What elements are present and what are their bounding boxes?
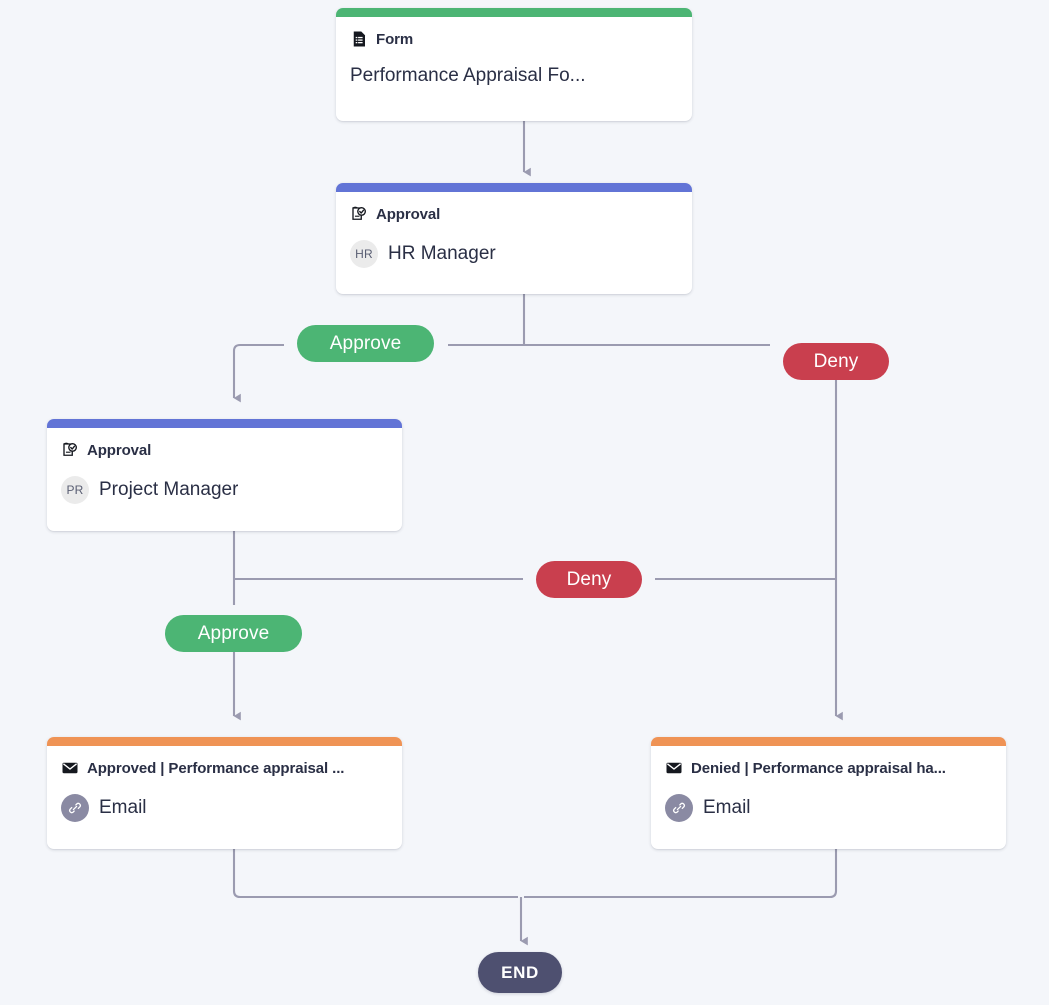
edge-label-deny-hr[interactable]: Deny: [783, 343, 889, 380]
form-title: Performance Appraisal Fo...: [350, 65, 586, 86]
form-document-icon: [353, 31, 365, 47]
envelope-icon: [666, 762, 682, 774]
node-subtitle-row: Email: [61, 794, 388, 822]
node-approval-pm[interactable]: Approval PR Project Manager: [47, 419, 402, 531]
node-type-label: Approval: [87, 441, 152, 459]
node-header: Denied | Performance appraisal ha...: [665, 758, 992, 778]
avatar: PR: [61, 476, 89, 504]
node-body: Approval HR HR Manager: [336, 192, 692, 284]
node-email-denied[interactable]: Denied | Performance appraisal ha... Ema…: [651, 737, 1006, 849]
node-body: Approval PR Project Manager: [47, 428, 402, 520]
node-subtitle-row: Email: [665, 794, 992, 822]
node-header: Approval: [350, 204, 678, 224]
node-subtitle-row: PR Project Manager: [61, 476, 388, 504]
node-email-approved[interactable]: Approved | Performance appraisal ... Ema…: [47, 737, 402, 849]
link-icon: [665, 794, 693, 822]
edge-approved-email-to-end-bus: [232, 849, 518, 899]
node-body: Denied | Performance appraisal ha... Ema…: [651, 746, 1006, 838]
avatar: HR: [350, 240, 378, 268]
edge-label-approve-pm[interactable]: Approve: [165, 615, 302, 652]
node-accent-bar: [651, 737, 1006, 746]
channel-label: Email: [99, 797, 147, 818]
channel-label: Email: [703, 797, 751, 818]
envelope-icon: [62, 762, 78, 774]
approval-check-icon: [352, 206, 366, 220]
node-header: Form: [350, 29, 678, 49]
node-end[interactable]: END: [478, 952, 562, 993]
node-body: Approved | Performance appraisal ... Ema…: [47, 746, 402, 838]
node-type-label: Approved | Performance appraisal ...: [87, 759, 345, 777]
node-accent-bar: [47, 737, 402, 746]
edge-denied-email-to-end-bus: [524, 849, 838, 899]
node-header: Approved | Performance appraisal ...: [61, 758, 388, 778]
node-type-label: Form: [376, 30, 414, 48]
node-header: Approval: [61, 440, 388, 460]
node-type-label: Approval: [376, 205, 441, 223]
node-accent-bar: [47, 419, 402, 428]
node-accent-bar: [336, 183, 692, 192]
link-icon: [61, 794, 89, 822]
node-body: Form Performance Appraisal Fo...: [336, 17, 692, 103]
assignee-label: HR Manager: [388, 243, 496, 264]
assignee-label: Project Manager: [99, 479, 239, 500]
edge-label-approve-hr[interactable]: Approve: [297, 325, 434, 362]
node-subtitle-row: HR HR Manager: [350, 240, 678, 268]
node-accent-bar: [336, 8, 692, 17]
node-type-label: Denied | Performance appraisal ha...: [691, 759, 946, 777]
node-approval-hr[interactable]: Approval HR HR Manager: [336, 183, 692, 294]
edge-hr-approve-to-pm: [232, 343, 284, 403]
node-form[interactable]: Form Performance Appraisal Fo...: [336, 8, 692, 121]
approval-check-icon: [63, 442, 77, 456]
node-subtitle-row: Performance Appraisal Fo...: [350, 65, 678, 87]
edge-label-deny-pm[interactable]: Deny: [536, 561, 642, 598]
